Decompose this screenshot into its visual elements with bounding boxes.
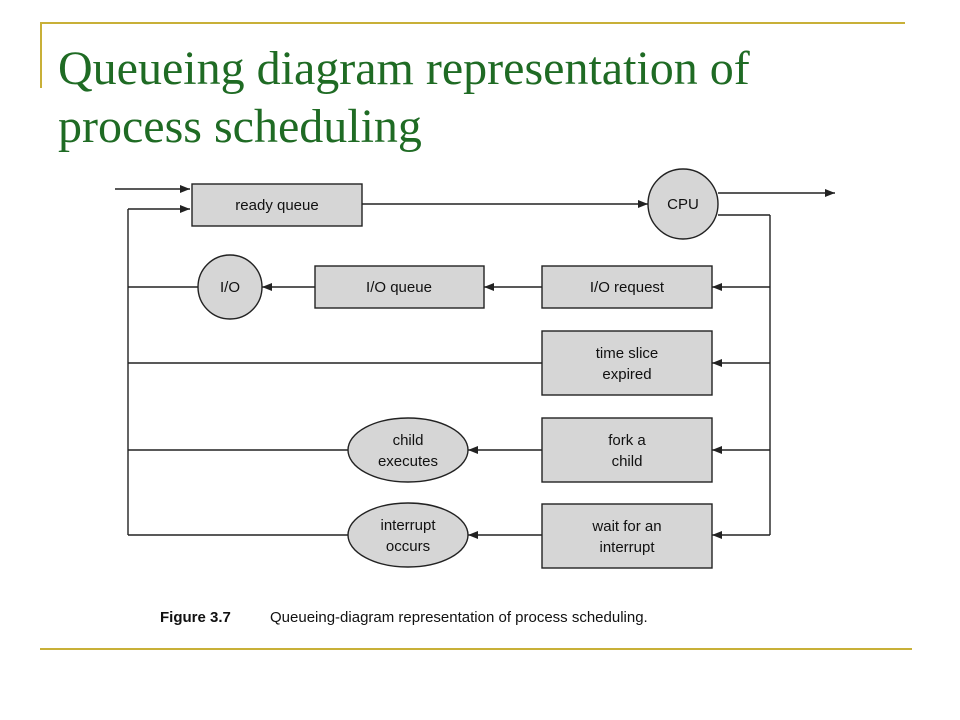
fork-child-box: fork a child [541,417,713,483]
interrupt-occurs-node: interrupt occurs [347,502,469,568]
ready-queue-label: ready queue [235,197,318,214]
ready-queue-box: ready queue [191,183,363,227]
bottom-rule-horizontal [40,648,912,650]
time-slice-expired-box: time slice expired [541,330,713,396]
io-node-label: I/O [220,279,240,296]
io-request-label: I/O request [590,279,665,296]
figure-caption: Figure 3.7 Queueing-diagram representati… [160,609,648,626]
top-left-rule-vertical [40,22,42,88]
caption-text: Queueing-diagram representation of proce… [270,609,648,626]
time-slice-label-line2: expired [602,366,651,383]
queueing-diagram: ready queue CPU I/O I/O queue I/O reques… [115,168,835,626]
interrupt-occurs-line2: occurs [386,538,430,555]
fork-label-line1: fork a [608,432,646,449]
slide-title: Queueing diagram representation of proce… [58,42,750,153]
child-executes-node: child executes [347,417,469,483]
wait-interrupt-line1: wait for an [591,518,661,535]
caption-number: Figure 3.7 [160,609,231,626]
cpu-label: CPU [667,196,699,213]
time-slice-label-line1: time slice [596,345,659,362]
interrupt-occurs-line1: interrupt [380,517,436,534]
connector-lines [115,185,835,539]
child-executes-line1: child [393,432,424,449]
io-node: I/O [197,254,263,320]
wait-interrupt-box: wait for an interrupt [541,503,713,569]
queueing-diagram-figure: ready queue CPU I/O I/O queue I/O reques… [90,160,840,636]
top-rule-horizontal [40,22,905,24]
cpu-node: CPU [647,168,719,240]
fork-label-line2: child [612,453,643,470]
io-queue-label: I/O queue [366,279,432,296]
child-executes-line2: executes [378,453,438,470]
io-request-box: I/O request [541,265,713,309]
io-queue-box: I/O queue [314,265,485,309]
wait-interrupt-line2: interrupt [599,539,655,556]
